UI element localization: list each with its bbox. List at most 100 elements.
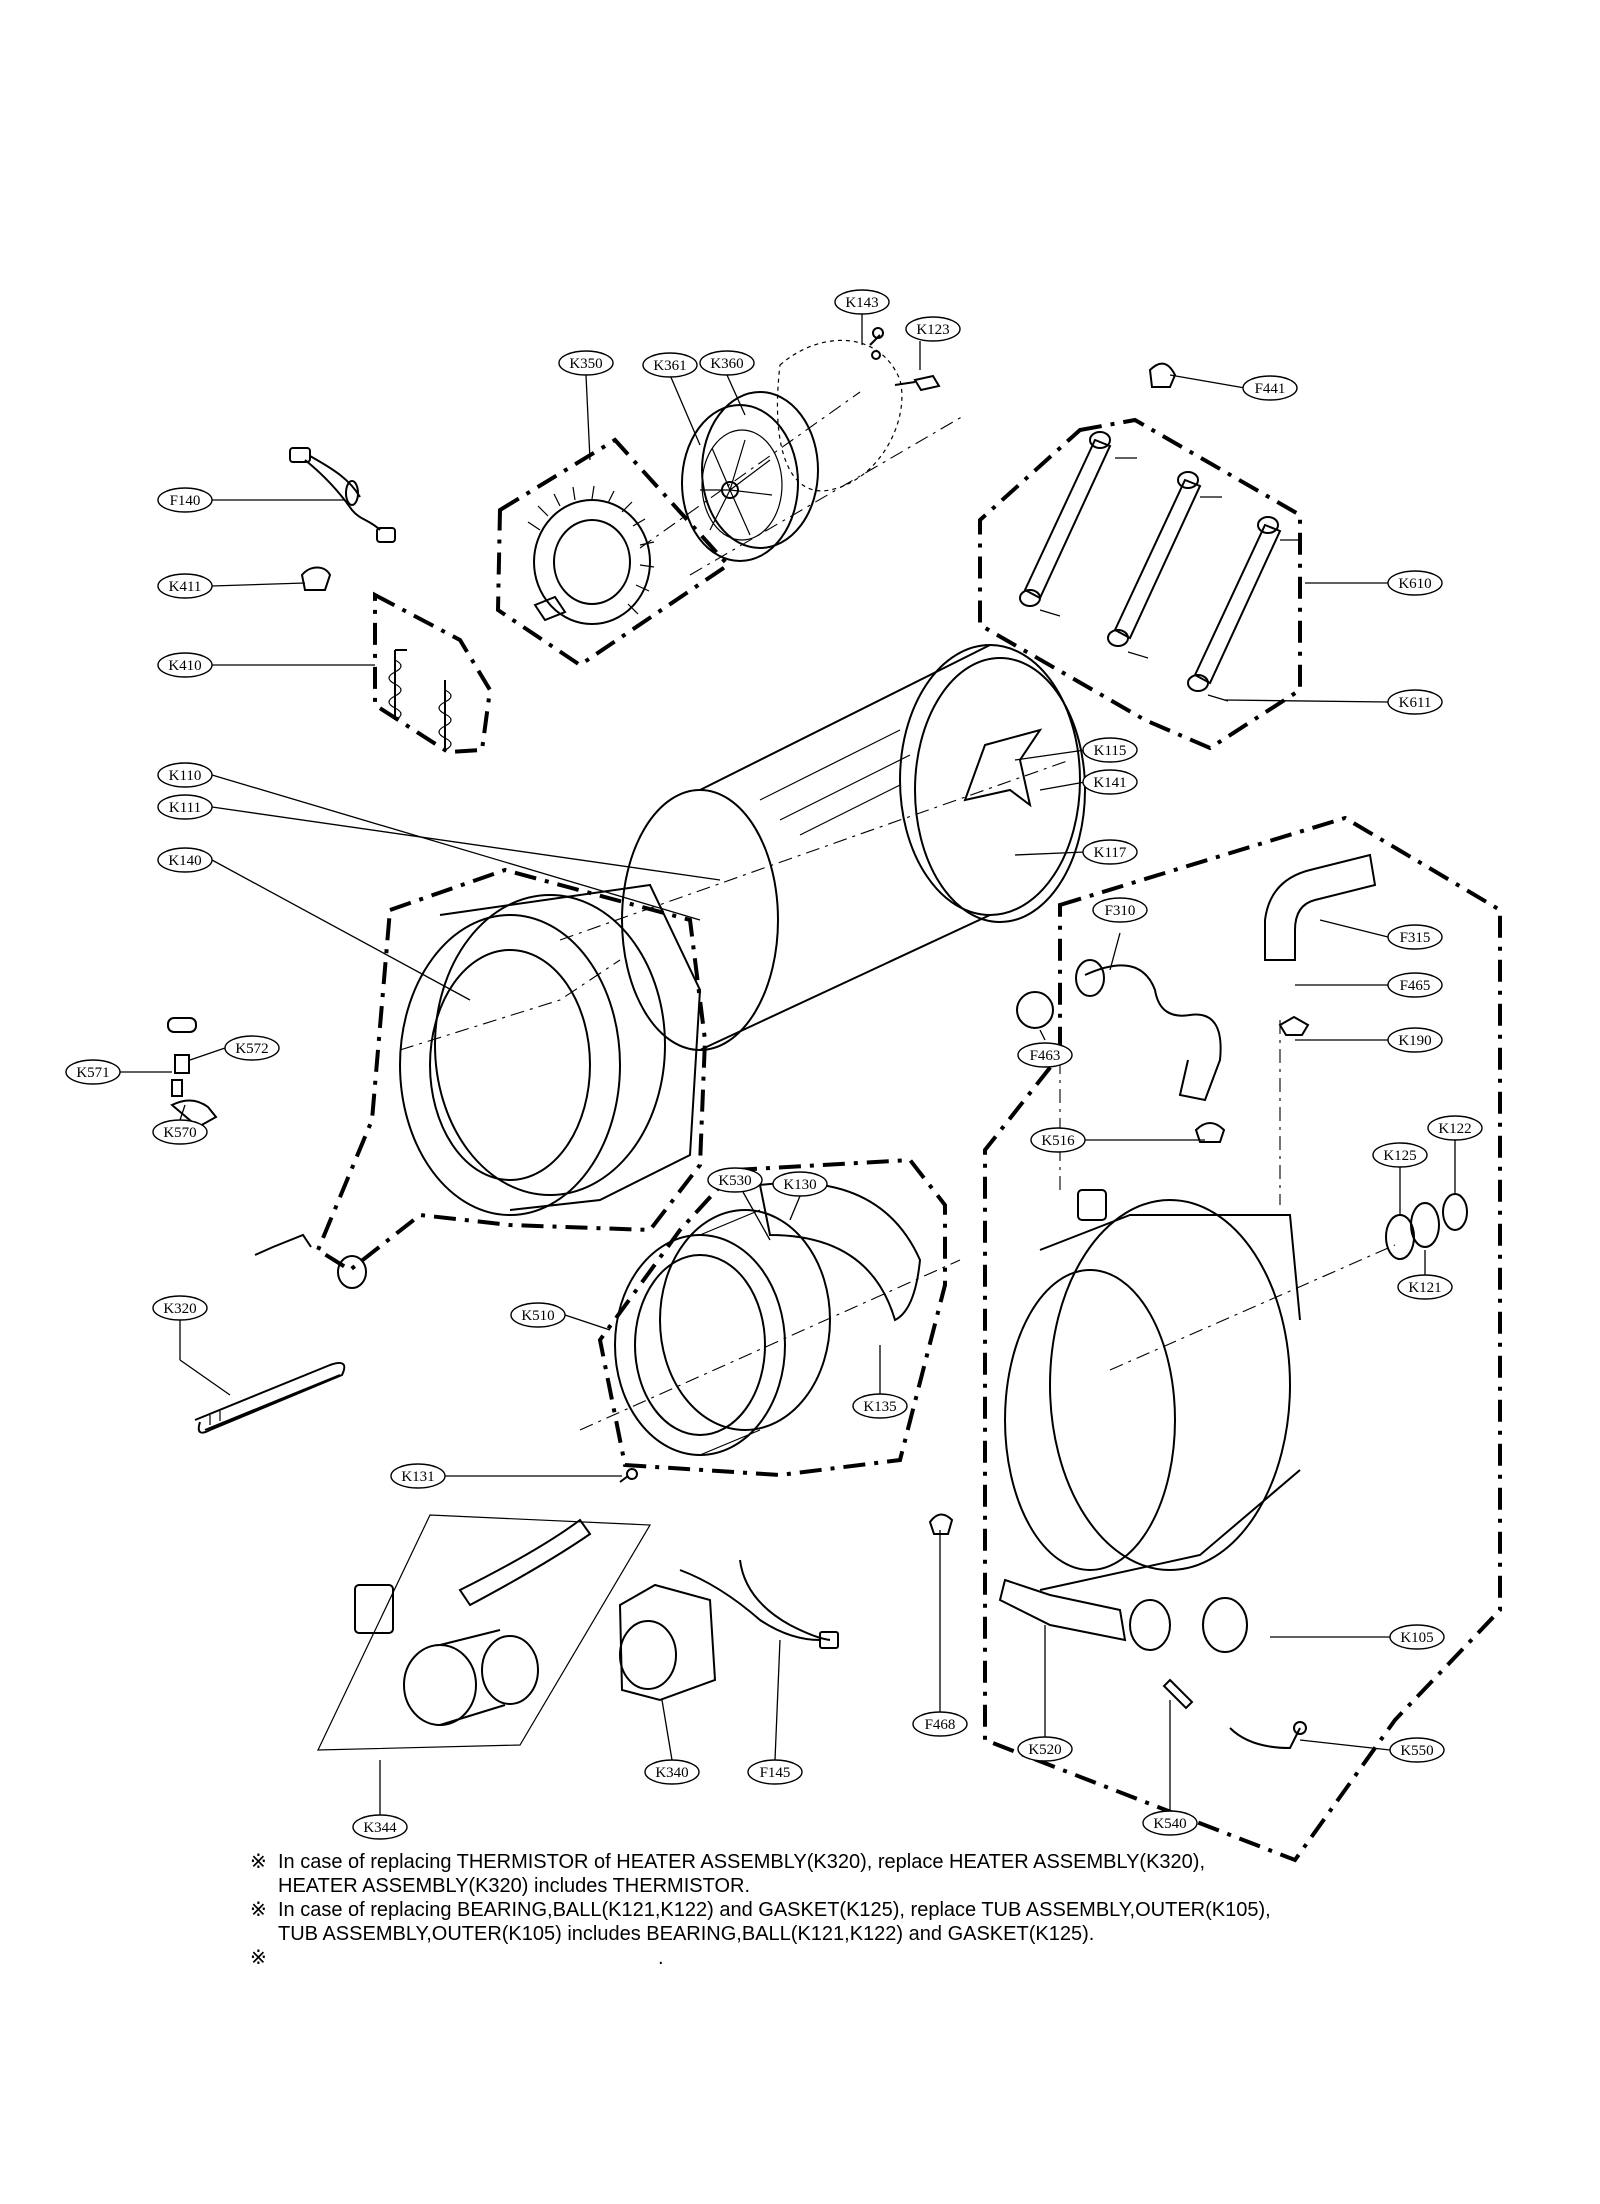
note-mark: ※ — [250, 1851, 267, 1873]
group-outlines — [315, 417, 1502, 1863]
part-label-k190: K190 — [1387, 1027, 1443, 1053]
hose-f310-icon — [1075, 959, 1222, 1102]
drum-k110-icon — [621, 644, 1086, 1051]
note-3-line-1: ※. — [250, 1946, 1450, 1970]
svg-text:F140: F140 — [170, 493, 201, 509]
clip-f468-icon — [928, 1513, 954, 1535]
svg-text:F310: F310 — [1105, 903, 1136, 919]
part-label-k550: K550 — [1389, 1737, 1445, 1763]
svg-text:K190: K190 — [1398, 1033, 1431, 1049]
svg-text:K110: K110 — [169, 768, 202, 784]
svg-text:K105: K105 — [1400, 1630, 1433, 1646]
svg-text:F315: F315 — [1400, 930, 1431, 946]
svg-text:K510: K510 — [521, 1308, 554, 1324]
part-label-k516: K516 — [1030, 1127, 1086, 1153]
screw-k131-icon — [619, 1468, 638, 1483]
part-label-k344: K344 — [352, 1814, 408, 1840]
part-label-f310: F310 — [1092, 897, 1148, 923]
sensor-k550-icon — [1229, 1721, 1307, 1750]
part-label-k340: K340 — [644, 1759, 700, 1785]
svg-text:K340: K340 — [655, 1765, 688, 1781]
svg-text:K520: K520 — [1028, 1742, 1061, 1758]
part-label-k411: K411 — [157, 573, 213, 599]
part-label-f441: F441 — [1242, 375, 1298, 401]
svg-text:K111: K111 — [169, 800, 201, 816]
note-text: In case of replacing BEARING,BALL(K121,K… — [278, 1899, 1271, 1921]
part-label-k540: K540 — [1142, 1810, 1198, 1836]
note-2-line-2: TUB ASSEMBLY,OUTER(K105) includes BEARIN… — [278, 1923, 1095, 1945]
wire-harness-f140-icon — [289, 447, 396, 543]
svg-text:K411: K411 — [169, 579, 202, 595]
part-label-k125: K125 — [1372, 1142, 1428, 1168]
small-fittings-k570-icon — [167, 1017, 218, 1129]
part-label-k131: K131 — [390, 1463, 446, 1489]
part-labels: K143 K123 K350 K361 K360 F441 F140 K411 … — [65, 289, 1483, 1840]
svg-text:K540: K540 — [1153, 1816, 1186, 1832]
svg-text:K344: K344 — [363, 1820, 397, 1836]
centerlines — [399, 391, 1396, 1431]
part-label-f468: F468 — [912, 1711, 968, 1737]
note-mark: ※ — [250, 1899, 267, 1921]
part-label-k570: K570 — [152, 1119, 208, 1145]
note-1-line-1: ※ In case of replacing THERMISTOR of HEAT… — [250, 1850, 1450, 1874]
svg-text:K131: K131 — [401, 1469, 434, 1485]
note-1-line-2: HEATER ASSEMBLY(K320) includes THERMISTO… — [278, 1875, 751, 1897]
part-label-k117: K117 — [1082, 839, 1138, 865]
valve-k190-icon — [1194, 1015, 1310, 1143]
clip-k411-icon — [300, 566, 332, 591]
svg-text:K115: K115 — [1094, 743, 1127, 759]
cap-f463-icon — [1016, 991, 1054, 1029]
svg-text:F145: F145 — [760, 1765, 791, 1781]
part-label-k520: K520 — [1017, 1736, 1073, 1762]
svg-text:K570: K570 — [163, 1125, 196, 1141]
svg-text:K125: K125 — [1383, 1148, 1416, 1164]
part-label-k123: K123 — [905, 316, 961, 342]
part-label-f140: F140 — [157, 487, 213, 513]
part-label-f463: F463 — [1017, 1042, 1073, 1068]
ring-k130-icon — [758, 1181, 922, 1322]
part-label-k350: K350 — [558, 350, 614, 376]
pin-k540-icon — [1162, 1678, 1194, 1710]
svg-text:K610: K610 — [1398, 576, 1431, 592]
svg-text:K530: K530 — [718, 1173, 751, 1189]
thermistor-icon — [254, 1233, 367, 1289]
part-label-f465: F465 — [1387, 972, 1443, 998]
part-label-k111: K111 — [157, 794, 213, 820]
svg-text:K141: K141 — [1093, 775, 1126, 791]
part-label-k110: K110 — [157, 762, 213, 788]
svg-text:K121: K121 — [1408, 1280, 1441, 1296]
part-label-k143: K143 — [834, 289, 890, 315]
note-2-line-1: ※ In case of replacing BEARING,BALL(K121,… — [250, 1898, 1450, 1922]
clip-f441-icon — [1148, 362, 1177, 388]
svg-text:K122: K122 — [1438, 1121, 1471, 1137]
svg-text:K611: K611 — [1399, 695, 1432, 711]
svg-text:K361: K361 — [653, 358, 686, 374]
svg-text:K320: K320 — [163, 1301, 196, 1317]
part-label-k140: K140 — [157, 847, 213, 873]
svg-text:K360: K360 — [710, 356, 743, 372]
part-label-k141: K141 — [1082, 769, 1138, 795]
hose-k520-icon — [998, 1578, 1248, 1653]
stator-k350-icon — [527, 485, 655, 625]
svg-text:F463: F463 — [1030, 1048, 1061, 1064]
heater-k320-icon — [194, 1362, 346, 1434]
svg-text:K123: K123 — [916, 322, 949, 338]
part-label-k410: K410 — [157, 652, 213, 678]
svg-text:K130: K130 — [783, 1177, 816, 1193]
part-label-k530: K530 — [707, 1167, 763, 1193]
tub-front-k140-icon — [399, 883, 702, 1216]
svg-text:K571: K571 — [76, 1065, 109, 1081]
part-label-k510: K510 — [510, 1302, 566, 1328]
spider-k115-icon — [963, 728, 1043, 808]
svg-text:F441: F441 — [1255, 381, 1286, 397]
svg-text:K410: K410 — [168, 658, 201, 674]
note-mark: ※ — [250, 1947, 267, 1969]
note-text: In case of replacing THERMISTOR of HEATE… — [278, 1851, 1206, 1873]
part-label-k122: K122 — [1427, 1115, 1483, 1141]
svg-text:K117: K117 — [1094, 845, 1127, 861]
part-label-k572: K572 — [224, 1035, 280, 1061]
svg-text:K350: K350 — [569, 356, 602, 372]
svg-text:F465: F465 — [1400, 978, 1431, 994]
part-label-k115: K115 — [1082, 737, 1138, 763]
